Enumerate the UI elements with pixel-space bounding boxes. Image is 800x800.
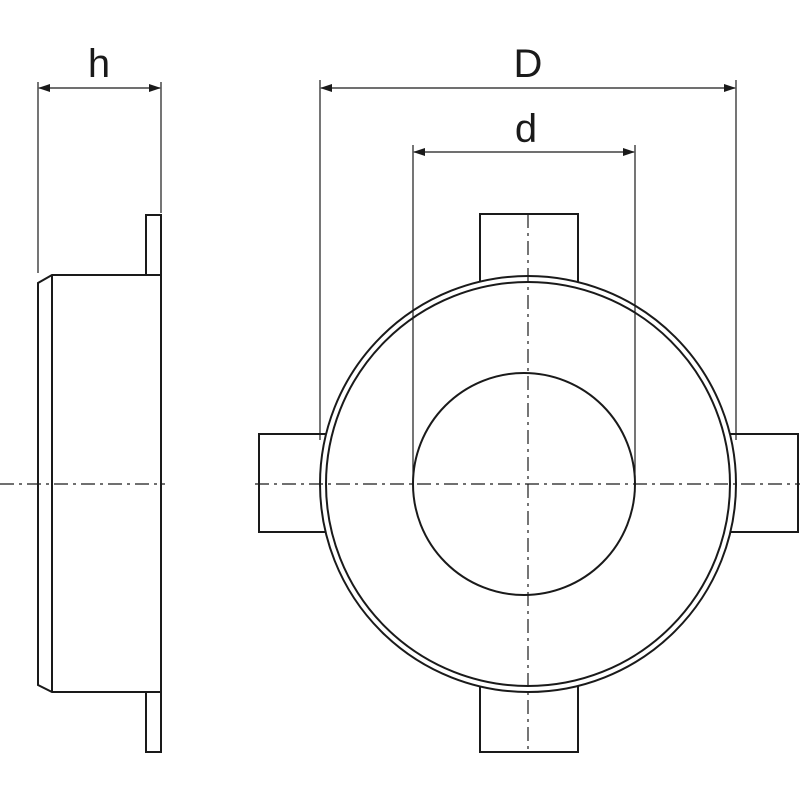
side-view-top-tab [145, 214, 162, 276]
dimension-d: d [412, 107, 636, 484]
front-view-top-tab [479, 213, 579, 285]
dimension-label-D: D [514, 42, 543, 86]
dimension-label-h: h [88, 42, 110, 86]
front-view-left-tab [258, 433, 330, 533]
dimension-D: D [319, 42, 737, 440]
side-view-bottom-tab [145, 691, 162, 753]
front-view [255, 213, 800, 753]
front-view-right-tab [727, 433, 799, 533]
dimension-label-d: d [515, 107, 537, 151]
side-view [0, 214, 165, 753]
dimension-h: h [37, 42, 162, 273]
